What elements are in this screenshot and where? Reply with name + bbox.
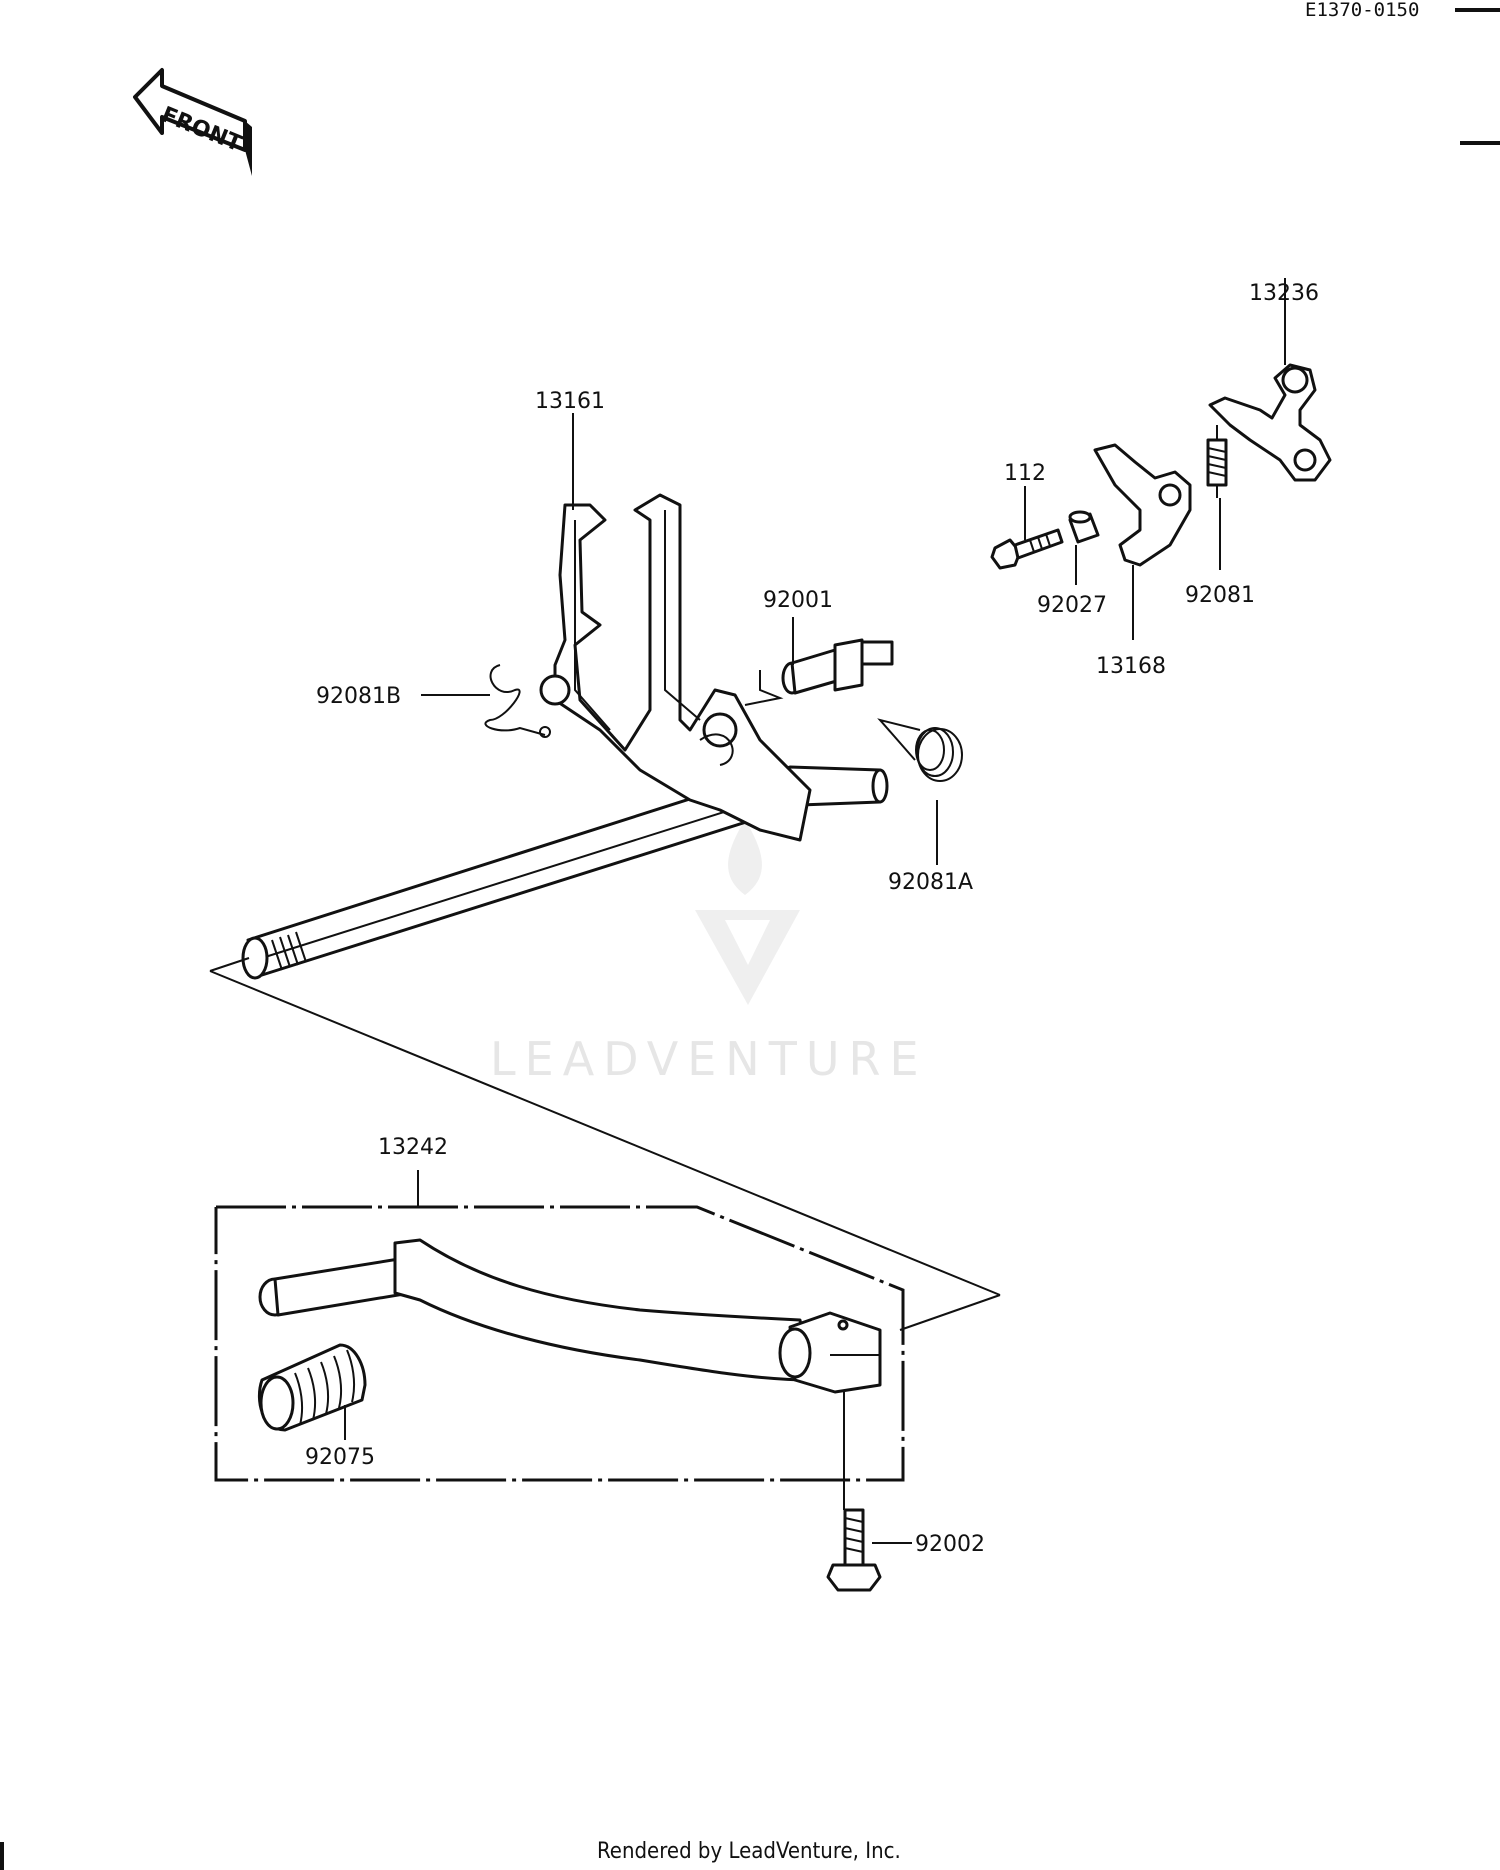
- part-label-92027: 92027: [1037, 593, 1107, 618]
- part-label-92001: 92001: [763, 588, 833, 613]
- part-label-92075: 92075: [305, 1445, 375, 1470]
- coil-spring-92081: [1206, 425, 1228, 498]
- group-frame-13242: [214, 1205, 905, 1482]
- part-label-112: 112: [1004, 461, 1046, 486]
- shift-shaft: [241, 765, 889, 980]
- pin-bolt-92001: [781, 638, 894, 695]
- bolt-92002: [826, 1508, 882, 1592]
- part-label-92081: 92081: [1185, 583, 1255, 608]
- part-label-13242: 13242: [378, 1135, 448, 1160]
- front-arrow-icon: FRONT: [133, 68, 252, 176]
- part-label-13236: 13236: [1249, 281, 1319, 306]
- collar-92027: [1068, 510, 1100, 544]
- leader-lines: [344, 278, 1286, 1544]
- part-label-13168: 13168: [1096, 654, 1166, 679]
- footer-credit: Rendered by LeadVenture, Inc.: [597, 1839, 901, 1864]
- part-label-92081b: 92081B: [316, 684, 401, 709]
- bracket-13236: [1208, 363, 1332, 482]
- part-label-92002: 92002: [915, 1532, 985, 1557]
- part-label-92081a: 92081A: [888, 870, 973, 895]
- shift-pedal-13242: [258, 1238, 882, 1394]
- torsion-spring-92081a: [877, 718, 963, 782]
- watermark: LEADVENTURE: [490, 820, 928, 1086]
- lever-13168: [1093, 443, 1192, 567]
- spring-clip-92081b: [484, 664, 551, 738]
- diagram-code: E1370-0150: [1305, 0, 1419, 21]
- rubber-92075: [257, 1343, 367, 1432]
- reference-lines: [209, 670, 1001, 1331]
- bolt-112: [990, 528, 1064, 570]
- watermark-text: LEADVENTURE: [490, 1032, 928, 1086]
- part-label-13161: 13161: [535, 389, 605, 414]
- shift-lever-13161: [539, 493, 812, 842]
